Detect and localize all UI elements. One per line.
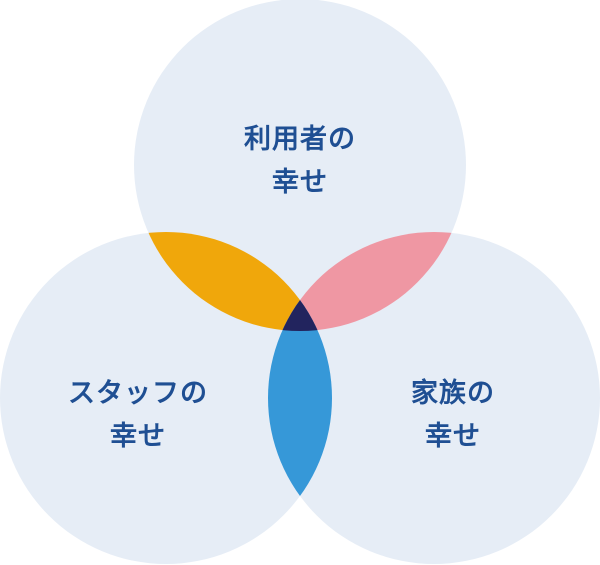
label-family-line1: 家族の	[411, 378, 495, 409]
label-family: 家族の 幸せ	[343, 372, 563, 458]
overlap-user-family	[268, 232, 466, 331]
overlap-user-staff	[134, 232, 332, 331]
label-user: 利用者の 幸せ	[190, 118, 410, 204]
label-staff: スタッフの 幸せ	[28, 372, 248, 458]
label-user-line1: 利用者の	[244, 124, 356, 155]
label-staff-line2: 幸せ	[110, 421, 166, 452]
label-family-line2: 幸せ	[425, 421, 481, 452]
label-staff-line1: スタッフの	[68, 378, 208, 409]
label-user-line2: 幸せ	[272, 167, 328, 198]
